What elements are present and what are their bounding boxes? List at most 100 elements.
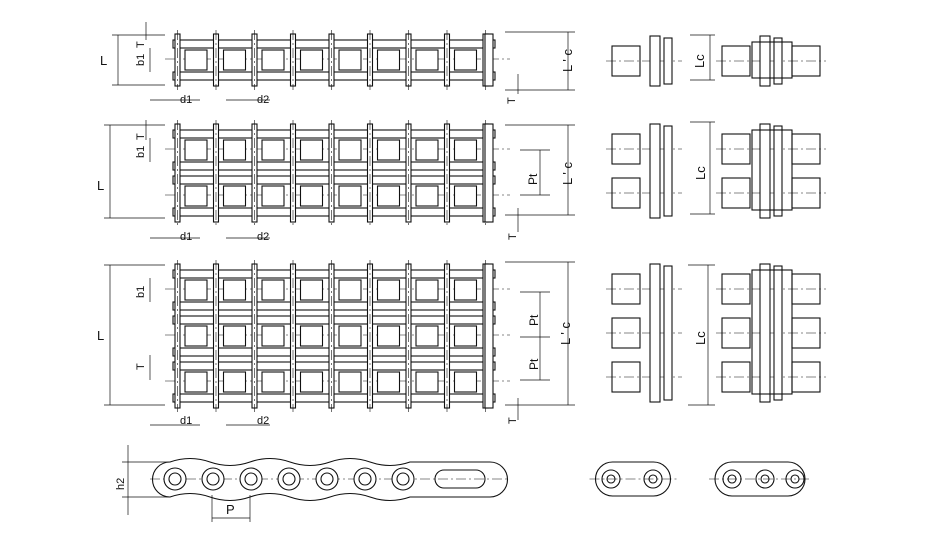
connecting-link	[484, 123, 494, 223]
pin	[174, 33, 181, 87]
side-pin	[244, 472, 258, 486]
side-pin	[320, 472, 334, 486]
dim-label-T-bottom: T	[506, 97, 518, 104]
triplex-Lc-dim: Lc	[688, 264, 715, 406]
simplex-end-view-inner	[606, 35, 682, 87]
roller	[299, 49, 324, 71]
end-pin	[663, 265, 673, 401]
roller	[299, 371, 324, 393]
roller	[453, 279, 478, 301]
end-pin	[649, 123, 661, 219]
roller	[376, 139, 401, 161]
simplex-dimensions: L b1 T d1 d2 L ' c T	[100, 22, 575, 106]
roller	[415, 185, 439, 207]
roller	[222, 139, 247, 161]
roller	[184, 279, 208, 301]
roller	[184, 325, 208, 347]
end-pin	[773, 265, 783, 401]
side-roller	[239, 467, 263, 491]
duplex-end-view-outer	[716, 123, 826, 219]
end-plate	[751, 41, 793, 79]
end-pin	[649, 35, 661, 87]
triplex-chain-top-view	[165, 260, 510, 412]
side-roller	[277, 467, 301, 491]
side-pin	[358, 472, 372, 486]
side-roller	[201, 467, 225, 491]
end-pin	[649, 263, 661, 403]
dim-label-d1-duplex: d1	[180, 231, 192, 243]
end-pin	[773, 125, 783, 217]
side-roller	[315, 467, 339, 491]
side-slot	[434, 469, 486, 489]
duplex-end-view-inner	[606, 123, 682, 219]
side-pin	[206, 472, 220, 486]
roller	[453, 371, 478, 393]
connecting-link	[484, 33, 494, 87]
side-view-dimensions: h2 P	[115, 445, 251, 522]
roller	[299, 279, 324, 301]
dim-label-d2-triplex: d2	[257, 415, 269, 427]
dim-label-Lprime-c: L ' c	[560, 49, 575, 72]
roller	[415, 371, 439, 393]
roller	[261, 279, 285, 301]
roller	[184, 49, 208, 71]
roller	[261, 371, 285, 393]
end-plate	[751, 129, 793, 211]
offset-link-side-view	[589, 461, 677, 497]
dim-label-d2-duplex: d2	[257, 231, 269, 243]
roller	[184, 139, 208, 161]
dim-label-d2: d2	[257, 94, 269, 106]
side-outline	[151, 457, 509, 502]
pin	[328, 33, 335, 87]
roller	[222, 49, 247, 71]
roller	[184, 371, 208, 393]
side-roller	[163, 467, 187, 491]
roller	[338, 185, 362, 207]
roller	[376, 371, 401, 393]
roller	[376, 185, 401, 207]
end-pin	[663, 37, 673, 85]
dim-label-h2: h2	[115, 478, 127, 490]
dim-label-Lc: Lc	[692, 54, 707, 68]
roller	[453, 49, 478, 71]
duplex-dimensions: L b1 T d1 d2 L ' c Pt T	[97, 120, 575, 243]
roller	[222, 279, 247, 301]
duplex-Lc-dim: Lc	[690, 121, 715, 215]
roller	[453, 325, 478, 347]
dim-label-L-triplex: L	[97, 328, 104, 343]
side-pin	[282, 472, 296, 486]
end-pin	[663, 125, 673, 217]
dim-label-T-bottom-triplex: T	[507, 417, 519, 424]
chain-side-view	[150, 457, 510, 502]
dim-label-Pt-triplex-2: Pt	[527, 358, 541, 370]
dim-label-Lc-duplex: Lc	[693, 166, 708, 180]
roller	[415, 279, 439, 301]
simplex-Lc-dim: Lc	[690, 34, 715, 81]
end-plate	[751, 269, 793, 395]
roller	[184, 185, 208, 207]
roller	[453, 185, 478, 207]
roller	[261, 139, 285, 161]
triplex-end-view-outer	[716, 263, 826, 403]
dim-label-T-triplex: T	[135, 363, 147, 370]
pin	[251, 33, 258, 87]
dim-label-Pt-triplex-1: Pt	[527, 314, 541, 326]
roller	[261, 325, 285, 347]
roller	[299, 185, 324, 207]
dim-label-L-duplex: L	[97, 178, 104, 193]
pin	[443, 33, 451, 87]
dim-label-T: T	[135, 41, 147, 48]
roller	[338, 279, 362, 301]
roller	[222, 185, 247, 207]
roller	[338, 49, 362, 71]
connecting-link	[484, 263, 494, 409]
end-pin	[759, 263, 771, 403]
roller	[453, 139, 478, 161]
roller	[338, 139, 362, 161]
simplex-end-view-outer	[716, 35, 826, 87]
roller	[299, 139, 324, 161]
roller	[261, 185, 285, 207]
side-roller	[353, 467, 377, 491]
roller	[222, 371, 247, 393]
